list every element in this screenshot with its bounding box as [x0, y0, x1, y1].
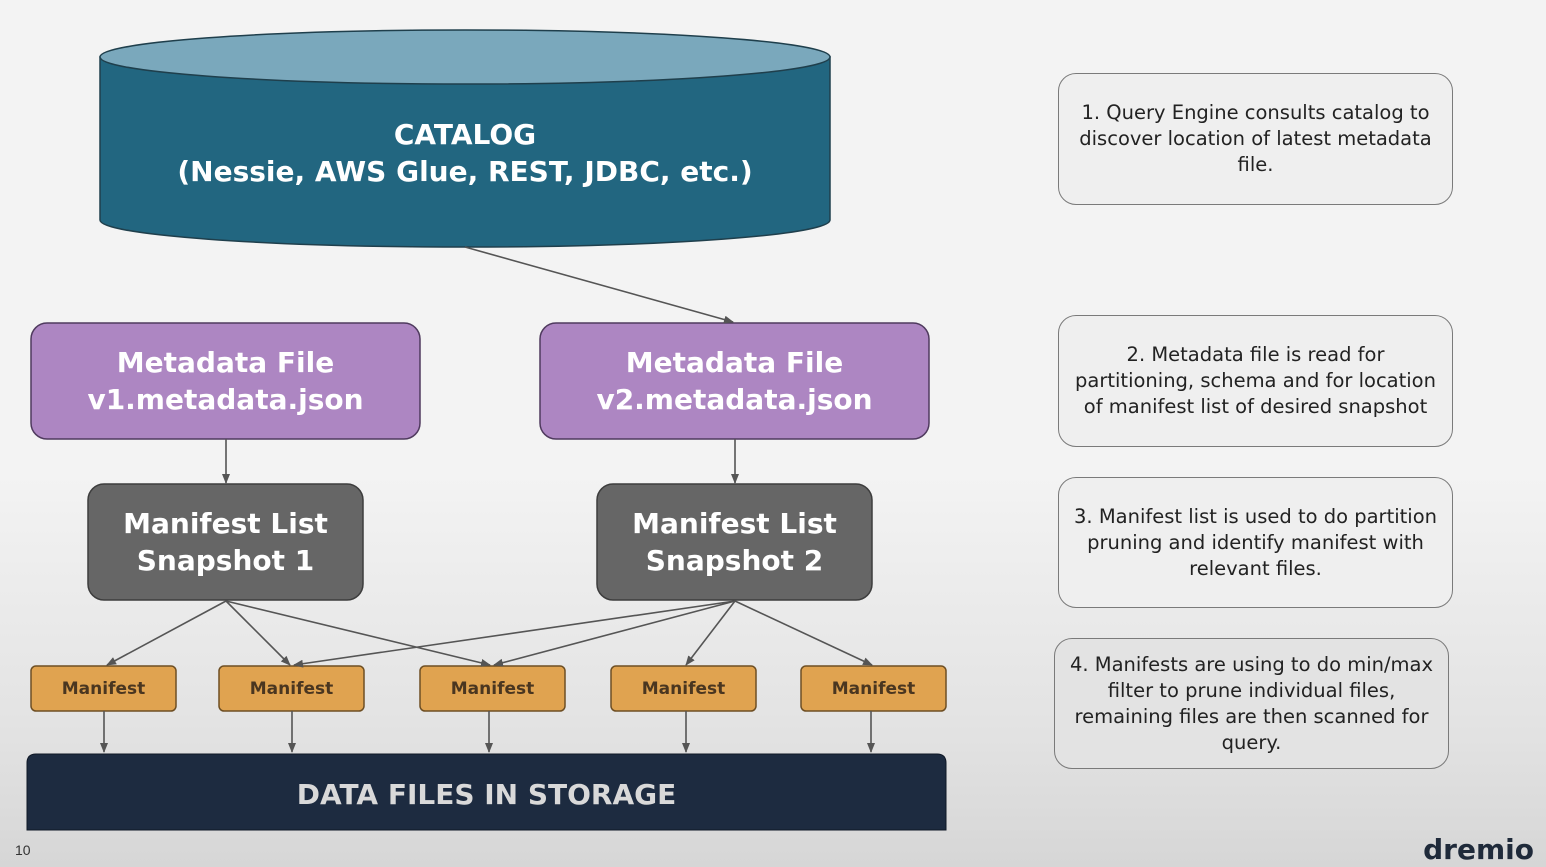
metadata-file-v1-label: Metadata File v1.metadata.json	[31, 323, 420, 439]
arrow-snapshot-2-to-manifest	[734, 600, 873, 666]
page-number: 10	[15, 842, 31, 858]
manifest-label: Manifest	[249, 678, 334, 699]
step-3-text: 3. Manifest list is used to do partition…	[1074, 504, 1437, 580]
metadata-file-title: Metadata File	[116, 346, 335, 379]
step-1-box: 1. Query Engine consults catalog to disc…	[1058, 73, 1453, 205]
arrow-snapshot-1-to-manifest	[106, 600, 227, 666]
arrow-snapshot-1-to-manifest	[225, 600, 291, 666]
arrow-snapshot-2-to-manifest	[685, 600, 736, 666]
metadata-file-title: Metadata File	[625, 346, 844, 379]
manifest-box	[800, 665, 947, 712]
manifest-label: Manifest	[61, 678, 146, 699]
arrow-snapshot-2-to-manifest	[293, 600, 736, 668]
manifest-box	[610, 665, 757, 712]
metadata-file-v2-label: Metadata File v2.metadata.json	[540, 323, 929, 439]
manifest-label: Manifest	[831, 678, 916, 699]
step-3-box: 3. Manifest list is used to do partition…	[1058, 477, 1453, 608]
manifest-box	[419, 665, 566, 712]
data-files-storage-label: DATA FILES IN STORAGE	[296, 777, 677, 811]
catalog-subtitle: (Nessie, AWS Glue, REST, JDBC, etc.)	[177, 154, 753, 188]
manifest-list-snapshot-2-box	[596, 483, 873, 601]
step-2-box: 2. Metadata file is read for partitionin…	[1058, 315, 1453, 447]
manifest-list-snapshot-2-label: Manifest List Snapshot 2	[597, 484, 872, 600]
metadata-file-name: v1.metadata.json	[87, 383, 364, 416]
arrow-snapshot-1-to-manifest	[225, 600, 491, 667]
manifest-list-snapshot-1-label: Manifest List Snapshot 1	[88, 484, 363, 600]
metadata-file-name: v2.metadata.json	[596, 383, 873, 416]
arrow-catalog-to-v2	[464, 246, 734, 324]
step-2-text: 2. Metadata file is read for partitionin…	[1075, 343, 1436, 418]
data-files-storage-box	[26, 753, 947, 831]
catalog-cylinder	[99, 29, 831, 248]
step-4-box: 4. Manifests are using to do min/max fil…	[1054, 638, 1449, 769]
step-1-text: 1. Query Engine consults catalog to disc…	[1079, 101, 1432, 176]
step-4-text: 4. Manifests are using to do min/max fil…	[1069, 652, 1434, 754]
manifest-list-snapshot-1-box	[87, 483, 364, 601]
manifest-list-title: Manifest List	[632, 507, 837, 540]
manifest-label: Manifest	[641, 678, 726, 699]
manifest-list-title: Manifest List	[123, 507, 328, 540]
arrow-snapshot-2-to-manifest	[493, 600, 736, 667]
manifest-label: Manifest	[450, 678, 535, 699]
manifest-list-snapshot: Snapshot 1	[136, 544, 315, 577]
catalog-title: CATALOG	[393, 117, 537, 151]
dremio-logo: dremio	[1423, 833, 1534, 866]
manifest-list-snapshot: Snapshot 2	[645, 544, 824, 577]
catalog-label: CATALOG (Nessie, AWS Glue, REST, JDBC, e…	[100, 105, 830, 200]
